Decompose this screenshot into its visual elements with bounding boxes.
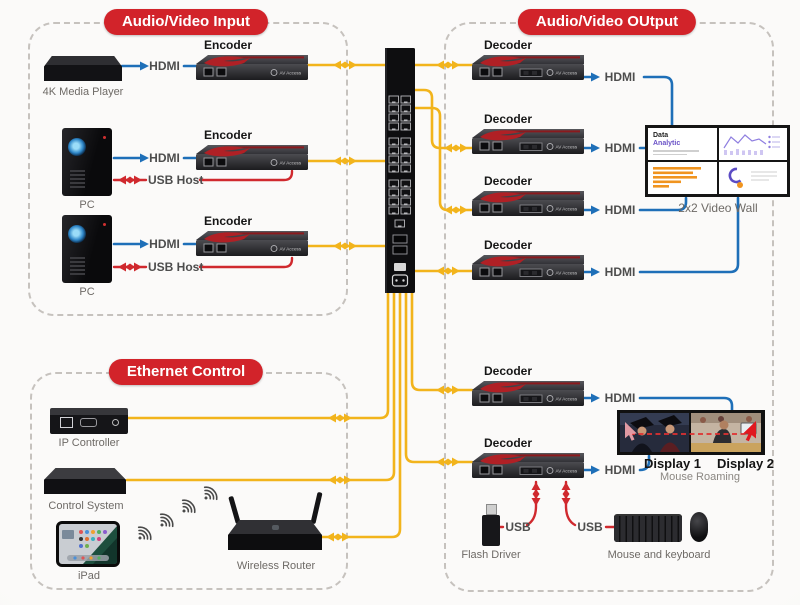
network-switch-device [385, 48, 415, 298]
control-system-label: Control System [48, 500, 124, 512]
video-wall-quadrant-3 [648, 162, 717, 194]
encoder-3-device [195, 228, 309, 263]
wall-text-line [653, 150, 699, 152]
pc-led [103, 136, 106, 139]
wall-bar-chart [653, 167, 701, 188]
wall-heading-line1: Data [653, 132, 669, 139]
display-1-label: Display 1 [643, 456, 702, 471]
decoder-3-device [471, 188, 585, 223]
pc-2-label: PC [79, 286, 95, 298]
flash-drive-label: Flash Driver [461, 549, 521, 561]
control-system-device [44, 468, 126, 494]
dual-display-device [617, 410, 765, 455]
wall-infographic [728, 167, 777, 188]
video-wall-device: Data Analytic [645, 125, 790, 197]
video-wall-caption: 2x2 Video Wall [678, 201, 758, 215]
ethernet-section-badge: Ethernet Control [108, 359, 264, 385]
encoder-2-device [195, 142, 309, 177]
decoder-2-label: Decoder [484, 112, 533, 126]
ir-jack-icon [112, 419, 119, 426]
wall-text-line [653, 153, 687, 155]
wireless-router-device [228, 491, 323, 552]
mouse-cursor-icon [743, 421, 756, 442]
wall-line-chart [722, 134, 780, 155]
decoder-4-label: Decoder [484, 238, 533, 252]
router-logo [272, 525, 279, 530]
hdmi-label: HDMI [604, 463, 636, 477]
flash-drive-device [482, 504, 500, 548]
decoder-1-label: Decoder [484, 38, 533, 52]
hdmi-label: HDMI [149, 237, 180, 251]
wireless-router-label: Wireless Router [236, 560, 316, 572]
pc-1-device [62, 128, 112, 196]
pc-fan-icon [68, 225, 86, 243]
video-wall-quadrant-1: Data Analytic [648, 128, 717, 160]
ipad-app-icons [79, 530, 107, 548]
hdmi-label: HDMI [604, 203, 636, 217]
4k-media-player-device [44, 56, 122, 81]
router-antenna-icon [228, 495, 241, 525]
ip-controller-label: IP Controller [58, 437, 120, 449]
hdmi-label: HDMI [604, 391, 636, 405]
usb-host-label: USB Host [148, 173, 204, 187]
wall-heading-line2: Analytic [653, 140, 681, 147]
output-section-badge: Audio/Video OUtput [517, 9, 697, 35]
mouse-device [690, 512, 708, 542]
usb-label: USB [505, 520, 531, 534]
mouse-cursor-icon [625, 422, 637, 441]
decoder-1-device [471, 52, 585, 87]
decoder-4-device [471, 252, 585, 287]
media-player-label: 4K Media Player [42, 86, 124, 98]
mouse-roaming-overlay [625, 421, 756, 442]
pc-vents [70, 257, 85, 275]
decoder-6-device [471, 450, 585, 485]
display-1-photo [620, 413, 690, 452]
ipad-screen [62, 526, 117, 564]
encoder-3-label: Encoder [204, 214, 253, 228]
ip-controller-device [50, 408, 128, 434]
video-wall-quadrant-4 [718, 162, 787, 194]
pc-2-device [62, 215, 112, 283]
ipad-label: iPad [77, 570, 101, 582]
decoder-6-label: Decoder [484, 436, 533, 450]
ipad-device [56, 521, 120, 567]
keyboard-device [614, 514, 682, 542]
decoder-5-label: Decoder [484, 364, 533, 378]
mouse-roaming-caption: Mouse Roaming [659, 471, 741, 483]
pc-fan-icon [68, 138, 86, 156]
usb-label: USB [577, 520, 603, 534]
serial-port-icon [80, 418, 97, 427]
decoder-5-device [471, 378, 585, 413]
hdmi-label: HDMI [604, 141, 636, 155]
display-2-label: Display 2 [716, 456, 775, 471]
hdmi-label: HDMI [149, 151, 180, 165]
usb-host-label: USB Host [148, 260, 204, 274]
decoder-2-device [471, 126, 585, 161]
hdmi-label: HDMI [149, 59, 180, 73]
router-antenna-icon [310, 491, 323, 525]
encoder-1-device [195, 52, 309, 87]
pc-1-label: PC [79, 199, 95, 211]
video-wall-quadrant-2 [718, 128, 787, 160]
pc-led [103, 223, 106, 226]
pc-vents [70, 170, 85, 188]
input-section-badge: Audio/Video Input [103, 9, 269, 35]
rj45-port-icon [60, 417, 73, 428]
encoder-2-label: Encoder [204, 128, 253, 142]
hdmi-label: HDMI [604, 70, 636, 84]
mouse-keyboard-label: Mouse and keyboard [607, 549, 711, 561]
encoder-1-label: Encoder [204, 38, 253, 52]
usb-plug-icon [485, 504, 497, 515]
decoder-3-label: Decoder [484, 174, 533, 188]
flash-drive-body [482, 515, 500, 546]
hdmi-label: HDMI [604, 265, 636, 279]
